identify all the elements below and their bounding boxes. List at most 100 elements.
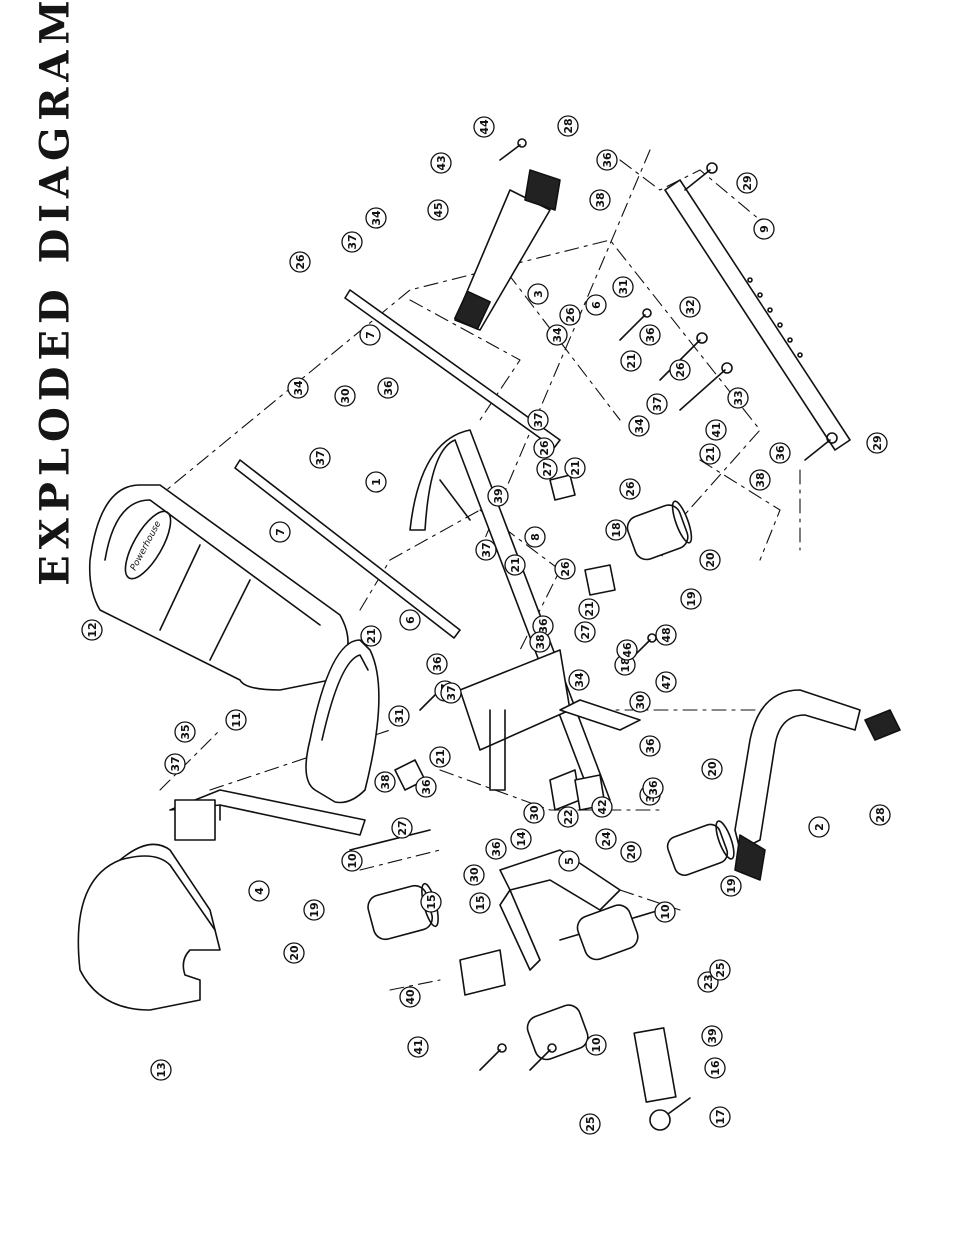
- callout-38: 38: [374, 771, 396, 793]
- callout-circle: [769, 442, 791, 464]
- callout-26: 26: [619, 478, 641, 500]
- callout-circle: [374, 771, 396, 793]
- callout-3: 3: [527, 283, 549, 305]
- callout-10: 10: [341, 850, 363, 872]
- callout-48: 48: [655, 624, 677, 646]
- callout-35: 35: [174, 721, 196, 743]
- callout-number: 44: [478, 119, 491, 135]
- callout-number: 34: [551, 327, 564, 343]
- callout-circle: [527, 409, 549, 431]
- callout-number: 28: [874, 807, 887, 822]
- callout-28: 28: [869, 804, 891, 826]
- callout-circle: [440, 682, 462, 704]
- callout-circle: [429, 746, 451, 768]
- callout-number: 29: [741, 175, 754, 190]
- callout-circle: [680, 588, 702, 610]
- callout-number: 40: [404, 989, 417, 1005]
- foam-roller-mid: [666, 820, 735, 877]
- callout-circle: [620, 350, 642, 372]
- callout-circle: [554, 558, 576, 580]
- callout-42: 42: [591, 796, 613, 818]
- callout-13: 13: [150, 1059, 172, 1081]
- callout-number: 26: [674, 362, 687, 378]
- callout-number: 34: [633, 418, 646, 434]
- callout-number: 15: [474, 895, 487, 910]
- callout-37: 37: [440, 682, 462, 704]
- callout-21: 21: [504, 554, 526, 576]
- callout-circle: [557, 806, 579, 828]
- callout-circle: [334, 385, 356, 407]
- callout-circle: [699, 549, 721, 571]
- callout-circle: [558, 850, 580, 872]
- callout-number: 37: [445, 685, 458, 700]
- callout-number: 31: [617, 279, 630, 294]
- callout-18: 18: [605, 519, 627, 541]
- callout-5: 5: [558, 850, 580, 872]
- spring-collar: [649, 1097, 691, 1131]
- leg-rest-post: [169, 789, 366, 841]
- callout-number: 30: [634, 694, 647, 710]
- callout-number: 17: [714, 1109, 727, 1124]
- curl-arm: [734, 689, 861, 881]
- callout-number: 30: [468, 867, 481, 883]
- callout-number: 26: [294, 254, 307, 270]
- callout-circle: [629, 691, 651, 713]
- callout-38: 38: [589, 189, 611, 211]
- callout-36: 36: [415, 776, 437, 798]
- callout-number: 27: [579, 624, 592, 639]
- callout-number: 3: [532, 290, 545, 298]
- callout-circle: [669, 359, 691, 381]
- callout-number: 21: [509, 557, 522, 572]
- callout-circle: [679, 296, 701, 318]
- callout-number: 41: [412, 1039, 425, 1054]
- callout-number: 21: [365, 628, 378, 643]
- callout-circle: [289, 251, 311, 273]
- callout-36: 36: [596, 149, 618, 171]
- callout-28: 28: [557, 115, 579, 137]
- callout-number: 1: [370, 478, 383, 486]
- callout-circle: [365, 471, 387, 493]
- callout-8: 8: [524, 526, 546, 548]
- callout-number: 10: [590, 1037, 603, 1053]
- seat-frame: [459, 649, 641, 791]
- callout-7: 7: [269, 521, 291, 543]
- callout-22: 22: [557, 806, 579, 828]
- callout-29: 29: [736, 172, 758, 194]
- callout-number: 36: [537, 618, 550, 634]
- callout-36: 36: [769, 442, 791, 464]
- callout-circle: [399, 986, 421, 1008]
- callout-circle: [388, 705, 410, 727]
- callout-36: 36: [426, 653, 448, 675]
- callout-circle: [616, 639, 638, 661]
- callout-39: 39: [701, 1025, 723, 1047]
- callout-circle: [585, 294, 607, 316]
- callout-36: 36: [642, 777, 664, 799]
- callout-number: 7: [364, 331, 377, 339]
- callout-4: 4: [248, 880, 270, 902]
- callout-circle: [524, 526, 546, 548]
- callout-number: 23: [702, 974, 715, 989]
- callout-circle: [808, 816, 830, 838]
- callout-number: 36: [644, 738, 657, 754]
- callout-number: 26: [538, 440, 551, 456]
- callout-10: 10: [654, 901, 676, 923]
- callout-number: 34: [370, 210, 383, 226]
- callout-circle: [595, 828, 617, 850]
- callout-21: 21: [699, 443, 721, 465]
- callout-number: 37: [532, 412, 545, 427]
- callout-number: 37: [314, 450, 327, 465]
- callout-number: 37: [346, 234, 359, 249]
- callout-number: 47: [660, 674, 673, 689]
- callout-21: 21: [564, 457, 586, 479]
- callout-circle: [469, 892, 491, 914]
- callout-46: 46: [616, 639, 638, 661]
- callout-circle: [605, 519, 627, 541]
- callout-circle: [705, 419, 727, 441]
- support-bar-upper: [234, 459, 461, 639]
- callout-39: 39: [487, 485, 509, 507]
- callout-36: 36: [377, 377, 399, 399]
- callout-26: 26: [533, 437, 555, 459]
- callout-number: 25: [714, 962, 727, 977]
- callout-circle: [283, 942, 305, 964]
